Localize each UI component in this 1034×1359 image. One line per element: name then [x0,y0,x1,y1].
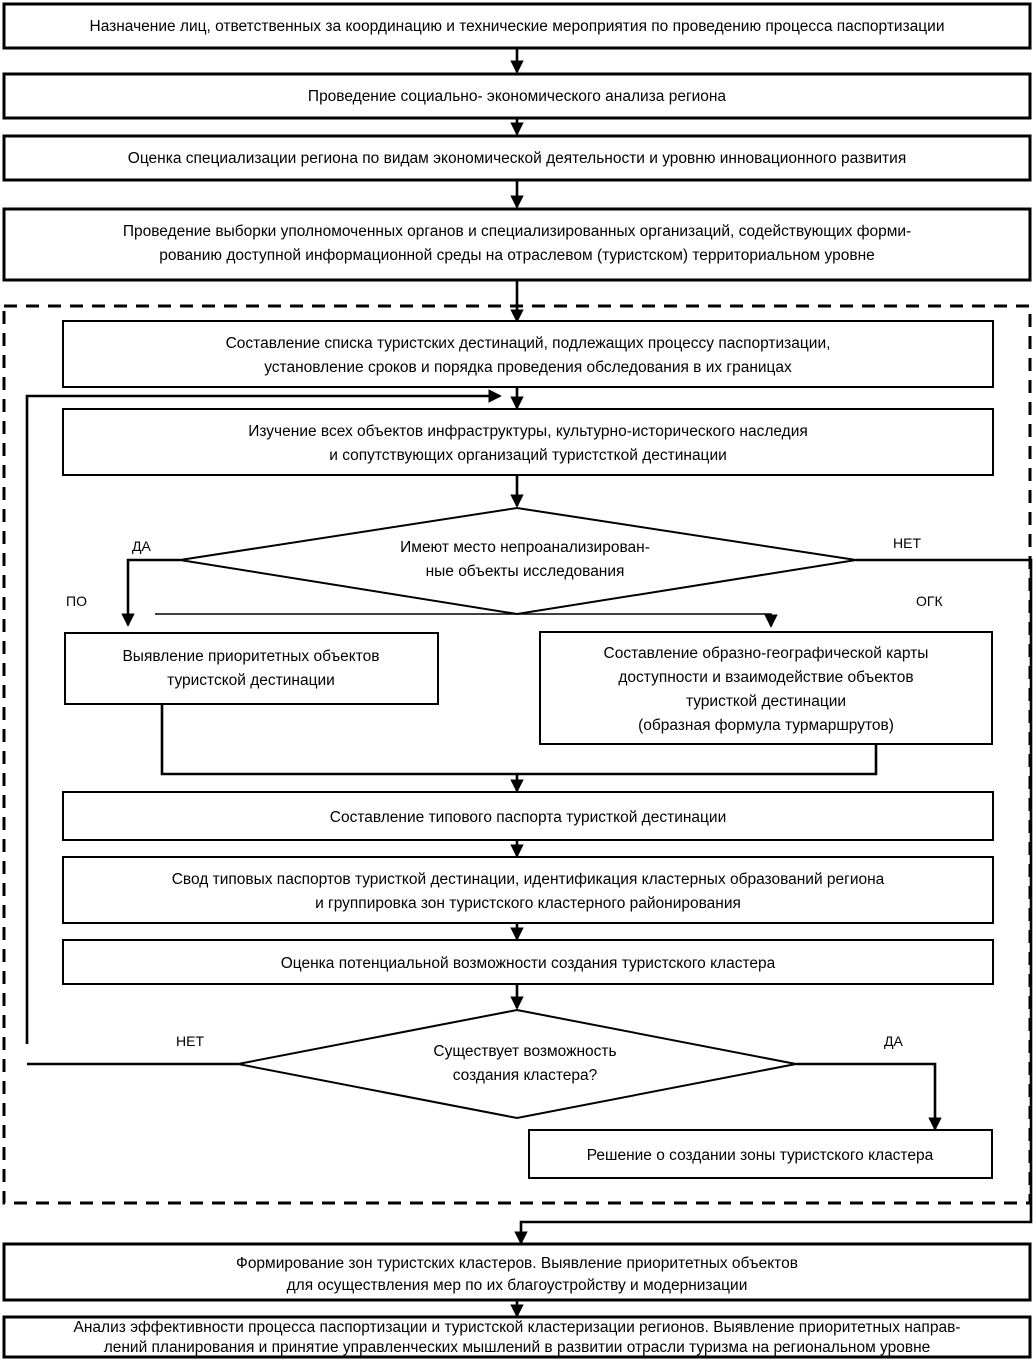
node-n11-box[interactable] [62,939,994,985]
node-n13-line-0: Формирование зон туристских кластеров. В… [236,1255,798,1272]
node-d2-line-0: Существует возможность [433,1043,616,1060]
node-n10-line-1: и группировка зон туристского кластерног… [315,895,741,912]
node-n2-line-0: Проведение социально- экономического ана… [308,88,727,105]
node-n3-line-0: Оценка специализации региона по видам эк… [128,150,906,167]
node-n6-line-0: Изучение всех объектов инфраструктуры, к… [248,423,808,440]
node-n6-line-1: и сопутствующих организаций туристсткой … [329,447,727,464]
node-n13-box[interactable] [2,1242,1032,1302]
node-n4-line-0: Проведение выборки уполномоченных органо… [123,223,911,240]
label-d1-tag-right: ОГК [916,593,943,609]
node-n2-box[interactable] [2,72,1032,120]
node-d2-line-1: создания кластера? [453,1067,598,1084]
node-n5-line-0: Составление списка туристских дестинаций… [226,335,831,352]
label-d2-no: НЕТ [176,1033,204,1049]
node-n11-line-0: Оценка потенциальной возможности создани… [281,955,776,972]
connector-feedback-loop [25,389,502,1044]
node-n12-box[interactable] [528,1129,993,1179]
connector-d1-no-right [514,558,1033,1245]
node-d1-diamond[interactable] [179,506,857,616]
node-n10-box[interactable] [62,856,994,924]
node-n6-box[interactable] [62,408,994,476]
label-d1-yes: ДА [132,538,151,554]
node-n8-box[interactable] [539,631,993,745]
node-n10-line-0: Свод типовых паспортов туристкой дестина… [172,871,885,888]
node-n14-box[interactable] [2,1315,1032,1359]
node-n4-box[interactable] [2,207,1032,282]
node-n4-line-1: рованию доступной информационной среды н… [159,247,875,264]
label-d2-yes: ДА [884,1033,903,1049]
node-n1-box[interactable] [2,2,1032,50]
node-d2-diamond[interactable] [237,1008,797,1120]
node-n5-line-1: установление сроков и порядка проведения… [264,359,792,376]
node-n7-line-1: туристской дестинации [167,672,335,689]
node-n1-line-0: Назначение лиц, ответственных за координ… [90,18,945,35]
connector-d1-bottom-split-right [517,613,772,624]
node-n8-line-3: (образная формула турмаршрутов) [638,717,894,734]
node-n14-line-0: Анализ эффективности процесса паспортиза… [74,1319,961,1336]
node-n13-line-1: для осуществления мер по их благоустройс… [287,1277,748,1294]
connector-d1-yes-n7 [121,558,180,627]
node-n3-box[interactable] [2,134,1032,182]
node-n14-line-1: лений планирования и принятие управленче… [104,1339,931,1356]
node-n9-line-0: Составление типового паспорта туристкой … [330,809,726,826]
node-d1-line-1: ные объекты исследования [426,563,625,580]
label-d1-no: НЕТ [893,535,921,551]
node-n8-line-2: туристкой дестинации [686,693,846,710]
label-d1-tag-left: ПО [66,593,87,609]
connector-n8-merge [517,744,878,776]
node-n7-line-0: Выявление приоритетных объектов [122,648,379,665]
connector-n7-merge [160,704,517,776]
node-n8-line-1: доступности и взаимодействие объектов [618,669,913,686]
node-n8-line-0: Составление образно-географической карты [604,645,929,662]
node-n12-line-0: Решение о создании зоны туристского клас… [587,1147,934,1164]
connector-d2-yes-n12 [796,1062,942,1131]
node-n7-box[interactable] [64,632,439,705]
node-d1-line-0: Имеют место непроанализирован- [400,539,650,556]
node-n9-box[interactable] [62,791,994,841]
node-n5-box[interactable] [62,320,994,388]
